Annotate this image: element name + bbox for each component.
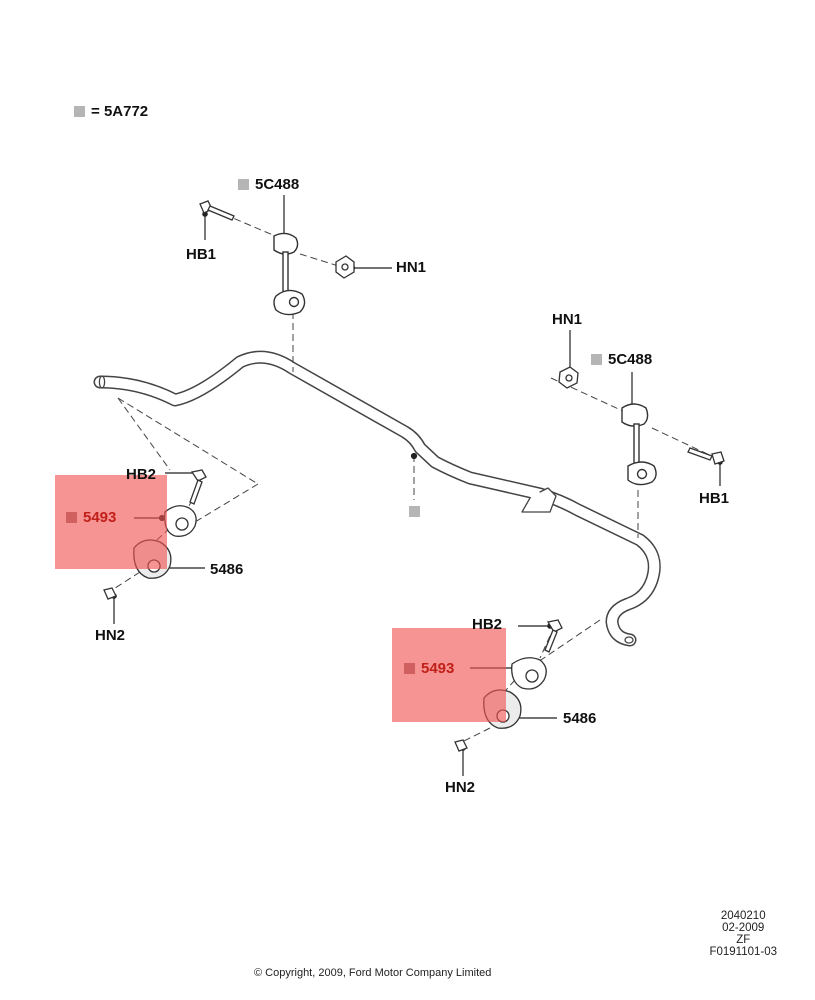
legend-part: 5A772 <box>103 103 149 120</box>
bolt-hb1-left <box>199 200 235 221</box>
copyright-text: © Copyright, 2009, Ford Motor Company Li… <box>254 967 492 979</box>
legend-square-icon <box>74 106 85 117</box>
stabilizer-link-right <box>621 403 657 486</box>
label-hn2-left: HN2 <box>95 627 126 644</box>
code-line: F0191101-03 <box>709 946 777 958</box>
stabilizer-link-left <box>273 232 306 316</box>
label-hn2-right: HN2 <box>445 779 476 796</box>
illustration-code: 2040210 02-2009 ZF F0191101-03 <box>709 910 777 958</box>
nut-hn1-left <box>335 255 355 279</box>
nut-hn1-right <box>558 366 579 389</box>
label-hb1-left: HB1 <box>186 246 217 263</box>
code-line: 2040210 <box>720 910 766 922</box>
part-square-icon <box>404 663 415 674</box>
label-5493-left: 5493 <box>66 510 116 526</box>
part-square-icon <box>66 512 77 523</box>
part-square-icon <box>591 354 602 365</box>
label-hn1-right: HN1 <box>552 311 583 328</box>
code-line: 02-2009 <box>722 922 765 934</box>
assembly-lines <box>111 209 719 743</box>
label-hb2-left: HB2 <box>126 466 157 483</box>
stabilizer-bar <box>93 350 661 647</box>
label-5c488-right: 5C488 <box>591 352 652 368</box>
code-line: ZF <box>736 934 751 946</box>
label-5c488-left: 5C488 <box>238 177 299 193</box>
legend-symbol: = <box>91 103 100 120</box>
bolt-hb1-right <box>687 447 725 465</box>
label-5486-left: 5486 <box>210 561 244 578</box>
label-5486-right: 5486 <box>563 710 597 727</box>
legend: = 5A772 <box>74 104 148 120</box>
stabilizer-bar-square-icon <box>409 506 420 517</box>
highlight-box-right <box>392 628 506 722</box>
label-hb2-right: HB2 <box>472 616 503 633</box>
label-hb1-right: HB1 <box>699 490 730 507</box>
label-5493-right: 5493 <box>404 661 454 677</box>
part-square-icon <box>238 179 249 190</box>
label-hn1-left: HN1 <box>396 259 427 276</box>
